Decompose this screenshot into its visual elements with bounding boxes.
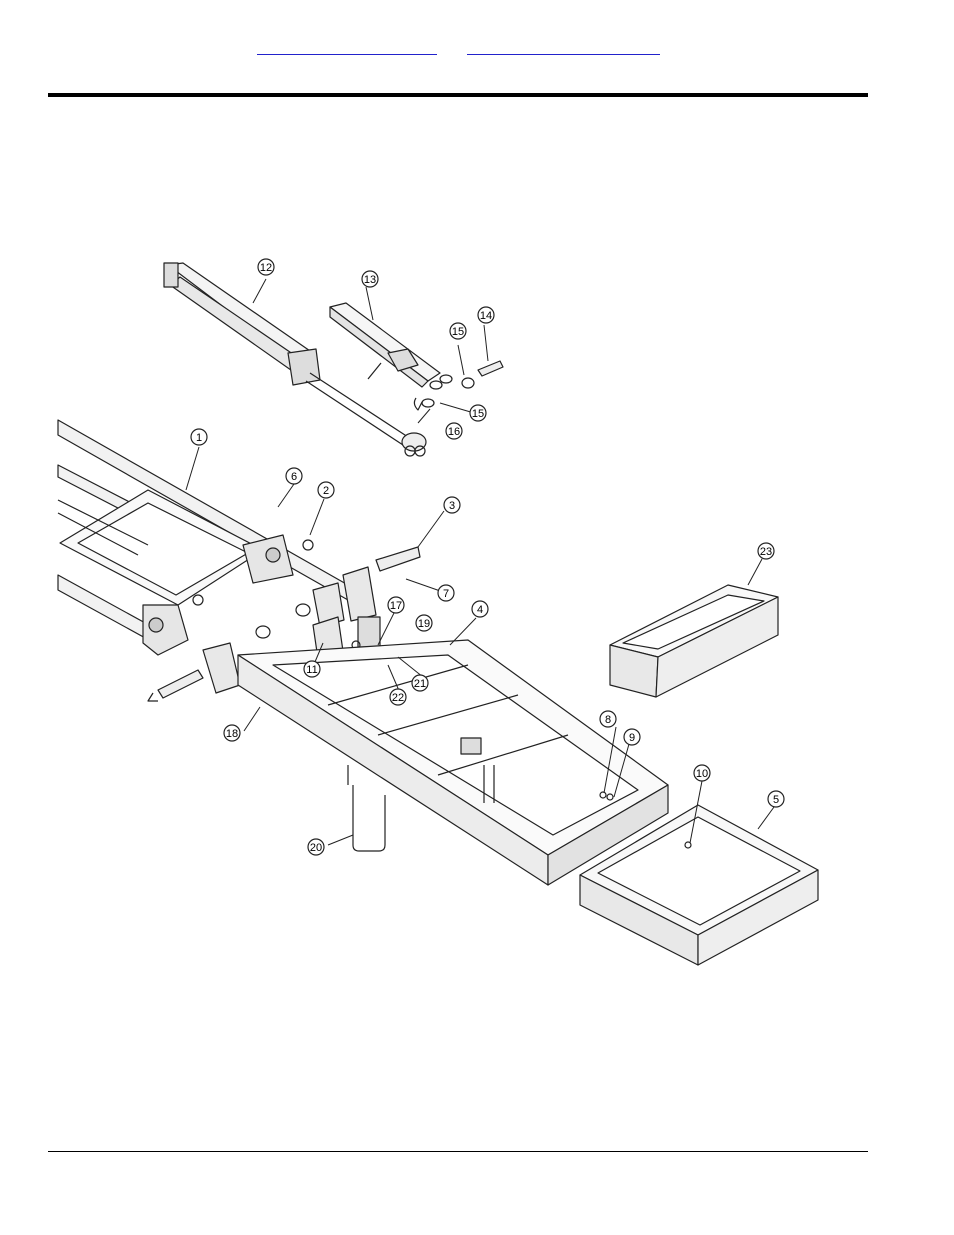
callout-10: 10 — [694, 765, 710, 781]
callout-12: 12 — [258, 259, 274, 275]
svg-text:17: 17 — [390, 600, 402, 612]
callout-18: 18 — [224, 725, 240, 741]
svg-text:19: 19 — [418, 618, 430, 630]
callout-14: 14 — [478, 307, 494, 323]
nav-link-right[interactable] — [467, 38, 660, 55]
svg-text:8: 8 — [605, 714, 611, 726]
callout-6: 6 — [286, 468, 302, 484]
svg-text:18: 18 — [226, 728, 238, 740]
link-tube — [330, 303, 452, 389]
svg-text:16: 16 — [448, 426, 460, 438]
callout-1: 1 — [191, 429, 207, 445]
svg-text:21: 21 — [414, 678, 426, 690]
callout-21: 21 — [412, 675, 428, 691]
svg-text:14: 14 — [480, 310, 492, 322]
svg-text:7: 7 — [443, 588, 449, 600]
nav-link-left[interactable] — [257, 38, 437, 55]
callout-23: 23 — [758, 543, 774, 559]
callout-17: 17 — [388, 597, 404, 613]
callout-19: 19 — [416, 615, 432, 631]
callout-2: 2 — [318, 482, 334, 498]
callout-11: 11 — [304, 661, 320, 677]
svg-text:5: 5 — [773, 794, 779, 806]
svg-text:15: 15 — [452, 326, 464, 338]
left-frame — [58, 420, 348, 655]
callout-16: 16 — [446, 423, 462, 439]
svg-text:9: 9 — [629, 732, 635, 744]
svg-text:11: 11 — [306, 664, 317, 676]
parts-exploded-diagram: 1 2 3 4 5 6 7 8 9 10 11 12 13 14 15 15 1… — [48, 245, 838, 973]
callout-9: 9 — [624, 729, 640, 745]
header-rule — [48, 93, 868, 97]
svg-text:3: 3 — [449, 500, 455, 512]
hitch-frame — [238, 640, 668, 885]
svg-text:4: 4 — [477, 604, 483, 616]
svg-text:1: 1 — [196, 432, 202, 444]
callout-7: 7 — [438, 585, 454, 601]
callout-4: 4 — [472, 601, 488, 617]
svg-text:10: 10 — [696, 768, 708, 780]
callout-5: 5 — [768, 791, 784, 807]
svg-text:15: 15 — [472, 408, 484, 420]
callout-13: 13 — [362, 271, 378, 287]
callout-20: 20 — [308, 839, 324, 855]
callout-15a: 15 — [450, 323, 466, 339]
weight-box-small — [610, 585, 778, 697]
callout-8: 8 — [600, 711, 616, 727]
callout-15b: 15 — [470, 405, 486, 421]
svg-text:20: 20 — [310, 842, 322, 854]
callout-22: 22 — [390, 689, 406, 705]
svg-text:2: 2 — [323, 485, 329, 497]
svg-text:6: 6 — [291, 471, 297, 483]
svg-text:13: 13 — [364, 274, 376, 286]
svg-text:12: 12 — [260, 262, 272, 274]
svg-text:23: 23 — [760, 546, 772, 558]
callout-3: 3 — [444, 497, 460, 513]
footer-rule — [48, 1151, 868, 1152]
u-bolt — [348, 765, 385, 851]
svg-text:22: 22 — [392, 692, 404, 704]
